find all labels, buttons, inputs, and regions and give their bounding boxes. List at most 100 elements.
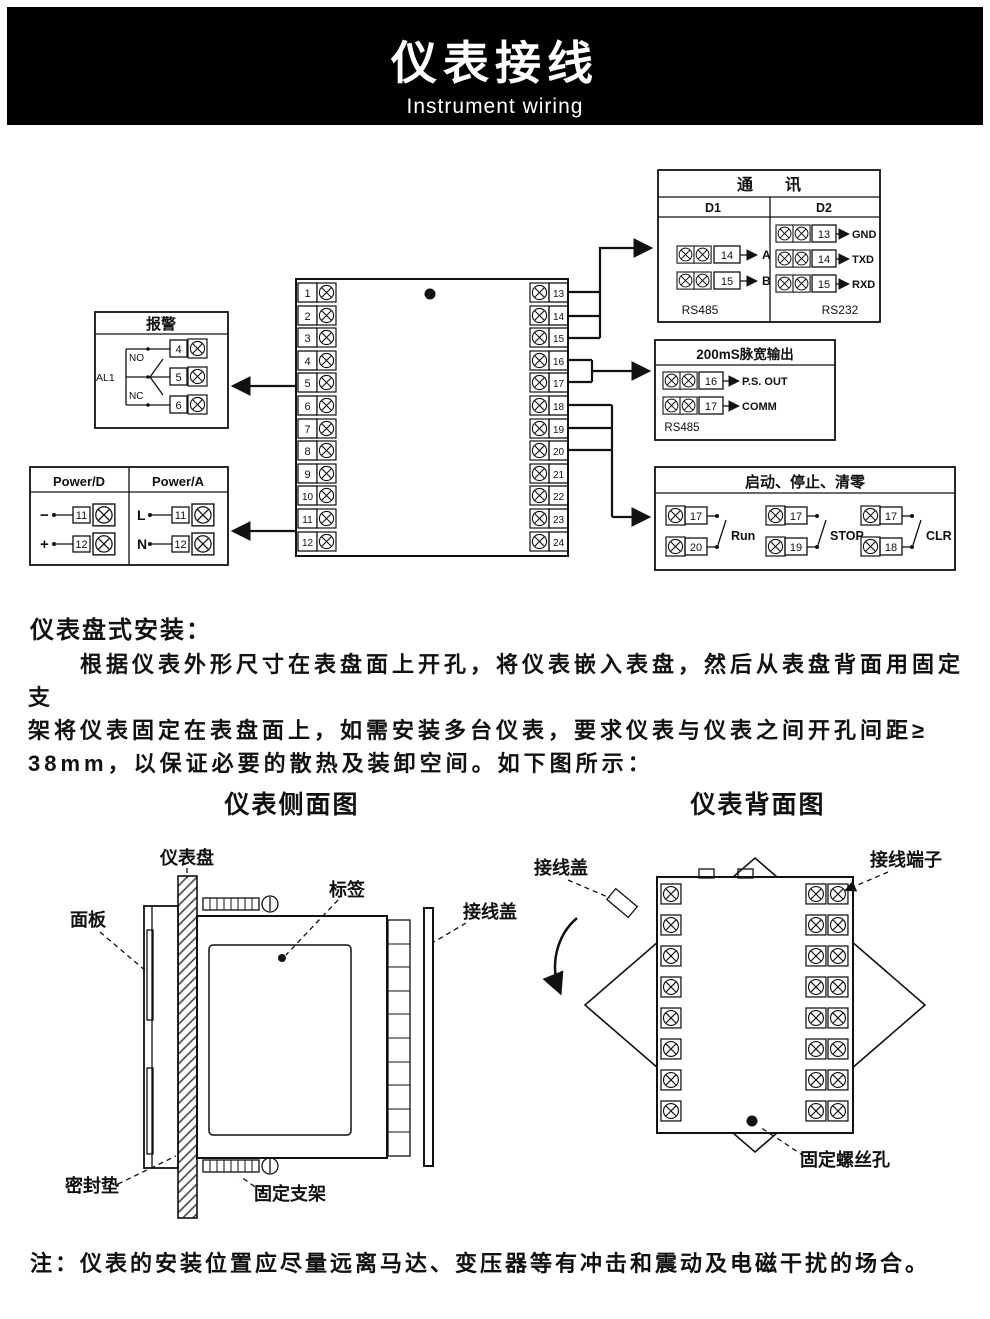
control-label: STOP — [830, 529, 864, 543]
terminal-number: 2 — [304, 311, 310, 323]
terminal-number: 6 — [304, 401, 310, 413]
rotate-arrow — [542, 917, 578, 996]
back-view-diagram: 接线盖 接线端子 固定螺丝孔 — [534, 849, 942, 1170]
screw-hole-label: 固定螺丝孔 — [800, 1149, 890, 1170]
terminal-number: 12 — [174, 539, 186, 551]
terminal-number: 8 — [304, 446, 310, 458]
comm-d1-label: D1 — [705, 201, 721, 215]
signal-label: COMM — [742, 401, 777, 413]
page-title: 仪表接线 — [391, 37, 599, 89]
comm-rs485-label: RS485 — [682, 303, 719, 317]
control-group-stop: 17 19 STOP — [765, 505, 864, 557]
terminal-label: 接线端子 — [870, 849, 942, 870]
terminal-number: 4 — [175, 344, 181, 356]
power-a-title: Power/A — [152, 474, 205, 489]
terminal-number: 10 — [302, 492, 314, 503]
terminal-number: 3 — [304, 333, 310, 345]
terminal-number: 4 — [304, 356, 310, 368]
page-header: 仪表接线 Instrument wiring — [7, 7, 983, 125]
terminal-number: 1 — [304, 288, 310, 300]
comm-d2-terminals: 13 GND 14 TXD 15 RXD — [776, 224, 877, 293]
terminal-number: 20 — [690, 542, 702, 554]
signal-label: P.S. OUT — [742, 376, 788, 388]
install-paragraph: 根据仪表外形尺寸在表盘面上开孔，将仪表嵌入表盘，然后从表盘背面用固定支 架将仪表… — [28, 648, 978, 780]
comm-arrow — [598, 238, 654, 292]
side-view-diagram: 仪表盘 标签 接线盖 面板 密封垫 固定支架 — [65, 847, 517, 1219]
back-view-title: 仪表背面图 — [690, 792, 826, 819]
terminal-number: 13 — [553, 289, 565, 300]
power-sign: L — [137, 507, 146, 523]
terminal-number: 22 — [553, 492, 565, 503]
signal-label: RXD — [852, 279, 875, 291]
signal-label: A — [762, 248, 771, 262]
install-line: 根据仪表外形尺寸在表盘面上开孔，将仪表嵌入表盘，然后从表盘背面用固定支 — [28, 652, 965, 710]
control-group-clr: 17 18 CLR — [860, 505, 952, 557]
comm-d1-terminals: 14 A 15 B — [677, 245, 771, 290]
terminal-number: 11 — [76, 510, 87, 522]
terminal-number: 11 — [302, 515, 313, 526]
terminal-number: 18 — [553, 402, 565, 413]
alarm-no-label: NO — [129, 353, 144, 364]
terminal-number: 17 — [885, 511, 897, 523]
terminal-number: 12 — [75, 539, 87, 551]
install-heading: 仪表盘式安装： — [30, 617, 212, 644]
gasket-label: 密封垫 — [65, 1175, 119, 1196]
terminal-cover-bar — [423, 907, 434, 1167]
control-group-run: 17 20 Run — [665, 505, 755, 557]
comm-box: 通 讯 D1 D2 14 A 15 B 13 GND 14 TXD — [657, 169, 881, 323]
alarm-nc-label: NC — [129, 391, 143, 402]
fixing-screw-hole — [746, 1115, 758, 1127]
panel-board — [177, 875, 198, 1219]
terminal-number: 15 — [721, 276, 733, 288]
comm-d2-label: D2 — [816, 201, 832, 215]
pulse-box: 200mS脉宽输出 16 P.S. OUT 17 COMM RS485 — [654, 339, 836, 441]
label-sticker — [208, 944, 352, 1136]
terminal-number: 16 — [705, 376, 717, 388]
side-view-title: 仪表侧面图 — [224, 792, 360, 819]
signal-label: B — [762, 274, 771, 288]
terminal-number: 16 — [553, 357, 565, 368]
terminal-number: 20 — [553, 447, 565, 458]
power-box: Power/D Power/A − 11 + 12 L 11 N 12 — [29, 466, 229, 566]
terminal-number: 21 — [553, 470, 565, 481]
power-a-terminals: L 11 N 12 — [137, 504, 214, 555]
back-cover-label: 接线盖 — [534, 857, 588, 878]
terminal-number: 17 — [790, 511, 802, 523]
power-sign: − — [40, 507, 49, 524]
bottom-note: 注：仪表的安装位置应尽量远离马达、变压器等有冲击和震动及电磁干扰的场合。 — [30, 1251, 931, 1276]
cover-tab — [605, 887, 639, 919]
terminal-number: 7 — [304, 424, 310, 436]
install-line: 架将仪表固定在表盘面上，如需安装多台仪表，要求仪表与仪表之间开孔间距≥ — [28, 718, 929, 743]
terminal-number: 14 — [553, 312, 565, 323]
terminal-number: 12 — [302, 538, 314, 549]
terminal-number: 17 — [690, 511, 702, 523]
terminal-number: 19 — [553, 425, 565, 436]
terminal-number: 14 — [721, 250, 733, 262]
top-bracket-screw — [202, 895, 279, 913]
terminal-number: 13 — [818, 229, 830, 241]
power-d-terminals: − 11 + 12 — [40, 504, 115, 555]
connector-wires — [230, 238, 654, 541]
terminal-comb — [387, 919, 411, 1157]
power-sign: N — [137, 536, 147, 552]
panel-label: 面板 — [70, 909, 107, 930]
terminal-number: 17 — [553, 379, 565, 390]
sticker-label: 标签 — [328, 879, 366, 900]
case-dot — [424, 288, 436, 300]
comm-rs232-label: RS232 — [822, 303, 859, 317]
pulse-rs485-label: RS485 — [664, 422, 699, 434]
terminal-number: 19 — [790, 542, 802, 554]
front-panel — [143, 905, 179, 1169]
control-label: Run — [731, 529, 755, 543]
signal-label: TXD — [852, 254, 874, 266]
alarm-box: 报警 AL1 NO NC 4 5 6 — [94, 311, 229, 429]
bracket-label: 固定支架 — [254, 1183, 326, 1204]
center-left-terminal-strip: 1 2 3 4 5 6 7 8 9 10 11 12 — [297, 282, 337, 552]
power-sign: + — [40, 536, 49, 553]
terminal-number: 24 — [553, 538, 565, 549]
install-line: 38mm，以保证必要的散热及装卸空间。如下图所示： — [28, 751, 654, 776]
power-d-title: Power/D — [53, 474, 105, 489]
center-terminal-block: 1 2 3 4 5 6 7 8 9 10 11 12 13 14 15 16 1… — [295, 278, 569, 557]
